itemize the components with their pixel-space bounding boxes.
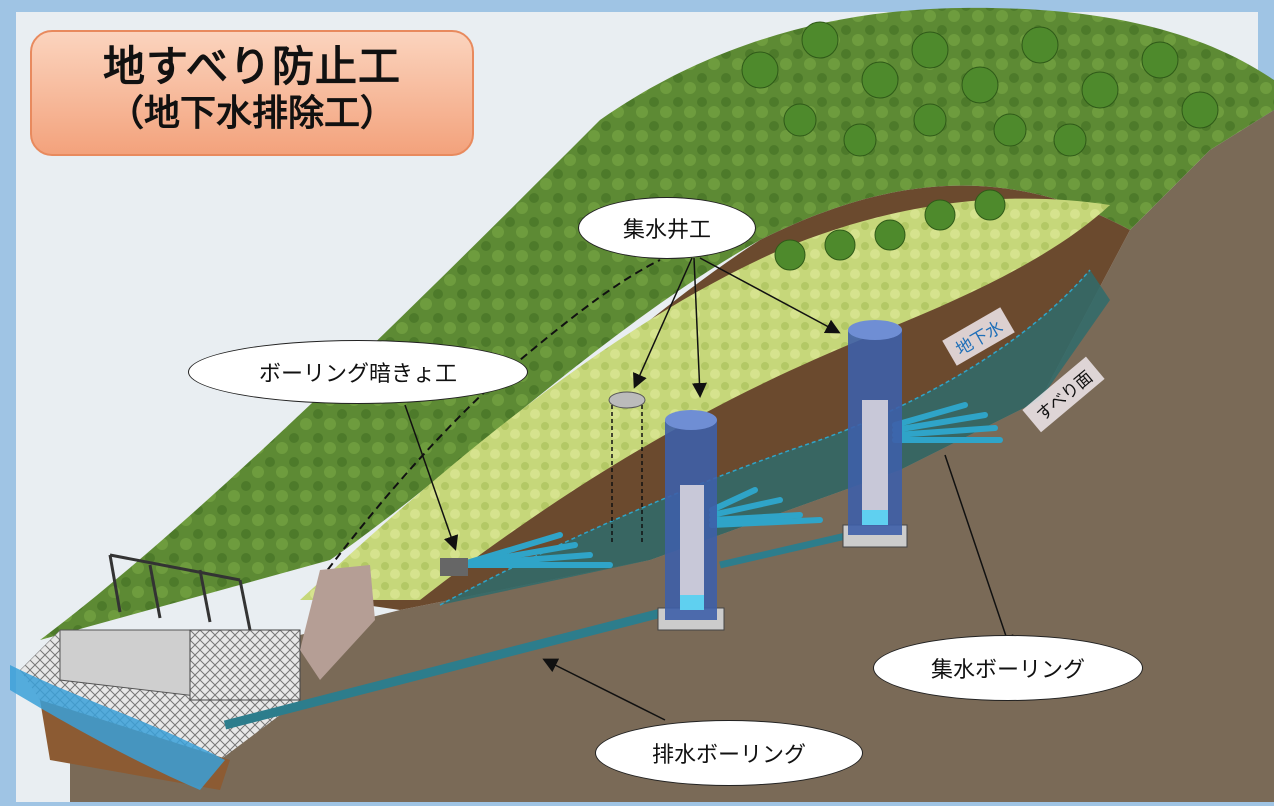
river <box>10 665 225 790</box>
page-title: 地すべり防止工 <box>102 42 402 91</box>
drain-outlet <box>440 558 468 576</box>
exposed-scarp <box>300 565 375 680</box>
discharge-pipe <box>223 607 667 730</box>
fence <box>108 553 252 631</box>
connecting-pipe <box>719 531 851 569</box>
title-box: 地すべり防止工 （地下水排除工） <box>30 30 474 156</box>
planned-well <box>608 391 646 545</box>
forest-slope <box>40 7 1274 640</box>
drain-boreholes <box>457 402 1003 568</box>
tree-icons <box>741 21 1219 271</box>
collection-well-1 <box>657 410 725 631</box>
bedrock-layer <box>70 110 1274 802</box>
callout-discharge-boring: 排水ボーリング <box>595 720 863 786</box>
callout-collection-well: 集水井工 <box>578 197 756 259</box>
page-subtitle: （地下水排除工） <box>107 93 396 134</box>
groundwater-zone <box>440 270 1110 605</box>
landslide-boundary <box>319 259 661 581</box>
gabion-block <box>189 629 301 701</box>
landslide-mass <box>300 198 1110 600</box>
callout-horizontal-drain: ボーリング暗きょ工 <box>188 340 528 404</box>
leader-arrows <box>404 257 1014 721</box>
collection-well-2 <box>842 320 908 548</box>
callout-collection-boring: 集水ボーリング <box>873 635 1143 701</box>
